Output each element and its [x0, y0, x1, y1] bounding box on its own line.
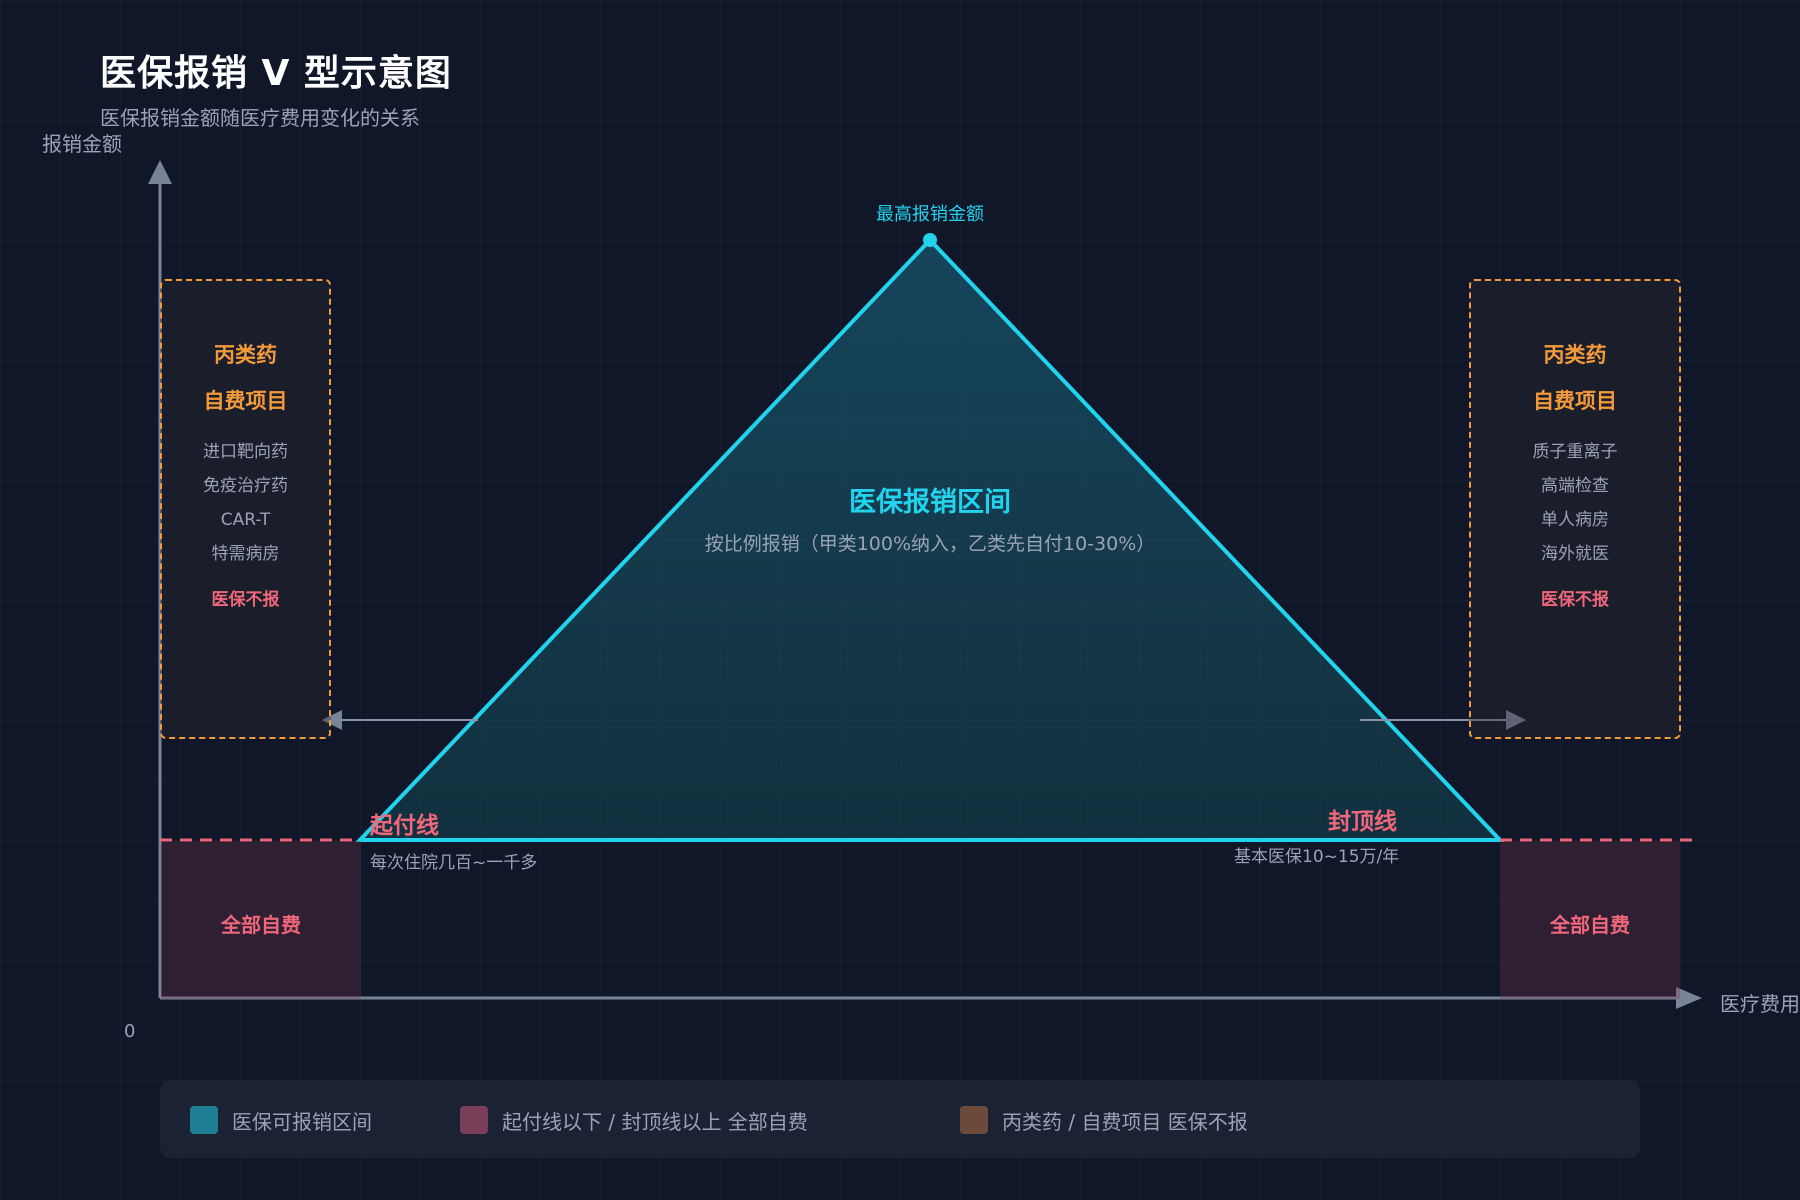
legend-label: 丙类药 / 自费项目 医保不报	[1002, 1109, 1248, 1134]
peak-label: 最高报销金额	[876, 204, 984, 225]
y-axis-label: 报销金额	[42, 132, 122, 156]
excluded-items-box-right: 丙类药 自费项目 质子重离子 高端检查 单人病房 海外就医 医保不报	[1469, 279, 1681, 739]
reimbursement-zone	[355, 237, 1505, 842]
legend-label: 医保可报销区间	[232, 1109, 372, 1134]
list-item: 质子重离子	[1532, 442, 1618, 462]
list-item: 特需病房	[211, 544, 280, 564]
box-heading-self-pay: 自费项目	[1533, 389, 1617, 413]
legend-swatch	[190, 1106, 218, 1134]
legend-label: 起付线以下 / 封顶线以上 全部自费	[502, 1109, 808, 1134]
self-pay-zone-right: 全部自费	[1500, 841, 1680, 999]
zone-title: 医保报销区间	[849, 487, 1011, 518]
x-axis-label: 医疗费用	[1720, 992, 1800, 1016]
start-line-description: 每次住院几百~一千多	[370, 853, 538, 873]
legend-item: 医保可报销区间	[190, 1106, 372, 1134]
page-title: 医保报销 V 型示意图	[100, 53, 452, 94]
self-pay-label-left: 全部自费	[221, 913, 301, 937]
x-axis-arrow-icon	[1676, 987, 1702, 1009]
list-item: 进口靶向药	[203, 442, 288, 462]
cap-line-description: 基本医保10~15万/年	[1234, 847, 1400, 867]
box-heading-self-pay: 自费项目	[203, 389, 288, 413]
legend-swatch	[460, 1106, 488, 1134]
list-item: 海外就医	[1541, 544, 1609, 564]
legend-item: 丙类药 / 自费项目 医保不报	[960, 1106, 1248, 1134]
page-subtitle: 医保报销金额随医疗费用变化的关系	[100, 106, 420, 130]
list-item: 单人病房	[1541, 510, 1609, 530]
excluded-items-box-left: 丙类药 自费项目 进口靶向药 免疫治疗药 CAR-T 特需病房 医保不报	[160, 279, 331, 739]
legend-item: 起付线以下 / 封顶线以上 全部自费	[460, 1106, 808, 1134]
legend-swatch	[960, 1106, 988, 1134]
start-line-label: 起付线	[370, 813, 439, 839]
y-axis-arrow-icon	[148, 160, 172, 184]
cap-line-label: 封顶线	[1328, 809, 1397, 835]
list-item: CAR-T	[220, 510, 271, 530]
zone-description: 按比例报销（甲类100%纳入，乙类先自付10-30%）	[704, 533, 1156, 555]
origin-label: 0	[124, 1021, 136, 1042]
box-heading-class-c: 丙类药	[214, 343, 277, 367]
not-covered-note: 医保不报	[211, 590, 280, 610]
legend: 医保可报销区间 起付线以下 / 封顶线以上 全部自费 丙类药 / 自费项目 医保…	[160, 1080, 1640, 1158]
box-heading-class-c: 丙类药	[1543, 343, 1607, 367]
not-covered-note: 医保不报	[1541, 590, 1609, 610]
peak-point	[923, 233, 937, 247]
list-item: 免疫治疗药	[203, 476, 288, 496]
list-item: 高端检查	[1541, 476, 1609, 496]
self-pay-zone-left: 全部自费	[161, 841, 361, 999]
self-pay-label-right: 全部自费	[1550, 913, 1630, 937]
